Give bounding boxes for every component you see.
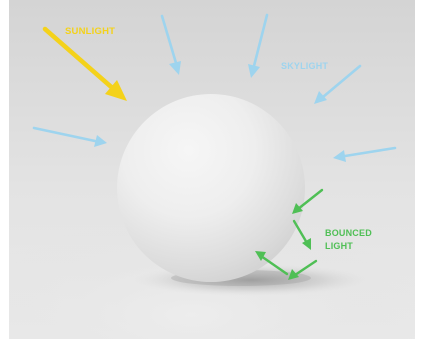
sunlight-label: SUNLIGHT <box>65 25 115 39</box>
bounced-label-line2: LIGHT <box>325 240 372 253</box>
illustration: SUNLIGHT SKYLIGHT BOUNCED LIGHT <box>9 0 415 339</box>
lighting-diagram <box>9 0 415 339</box>
bounced-label-line1: BOUNCED <box>325 227 372 240</box>
sphere <box>117 94 305 282</box>
skylight-label: SKYLIGHT <box>281 59 328 73</box>
bounced-light-label: BOUNCED LIGHT <box>325 227 372 253</box>
